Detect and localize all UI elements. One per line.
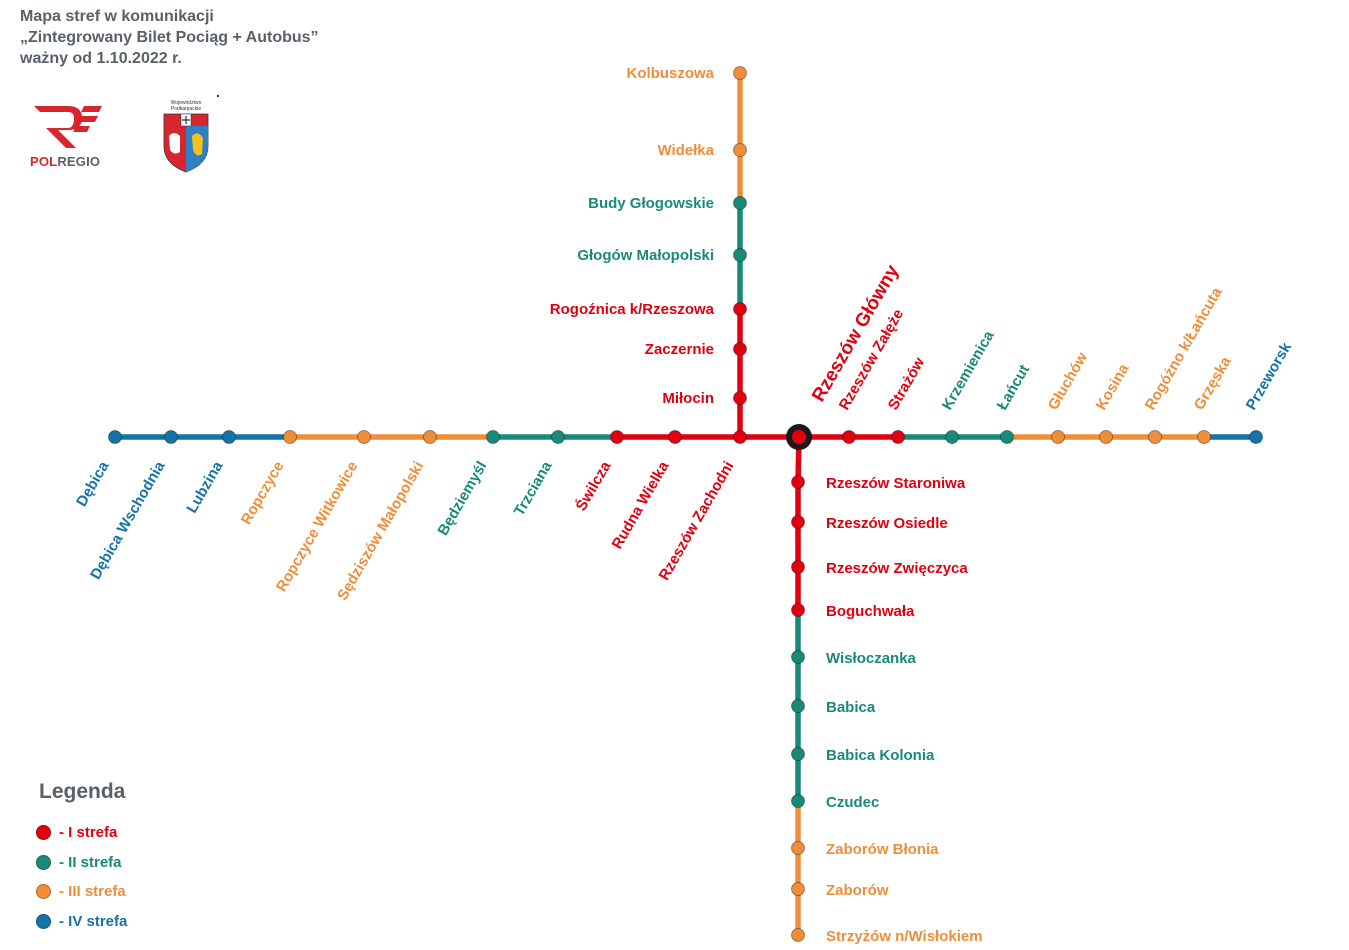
stop-label-milocin: Miłocin — [662, 390, 714, 407]
title-line-2: „Zintegrowany Bilet Pociąg + Autobus” — [20, 29, 319, 46]
legend-dot-zone-2 — [36, 854, 51, 870]
stop-label-rzeszow-staroniwa: Rzeszów Staroniwa — [826, 475, 966, 492]
title-line-3: ważny od 1.10.2022 r. — [20, 50, 182, 67]
stop-label-rzeszow-osiedle: Rzeszów Osiedle — [826, 515, 948, 532]
stop-strazow[interactable] — [891, 430, 905, 444]
stop-label-rzeszow-zwieczyca: Rzeszów Zwięczyca — [826, 560, 968, 577]
stop-babica[interactable] — [791, 699, 805, 713]
stop-label-czudec: Czudec — [826, 794, 879, 811]
stop-sedziszow-malopolski[interactable] — [423, 430, 437, 444]
legend-label-zone-2: - II strefa — [59, 853, 122, 871]
stop-label-strazow: Strażów — [885, 354, 929, 413]
stop-widelka[interactable] — [733, 143, 747, 157]
title-line-1: Mapa stref w komunikacji — [20, 8, 214, 25]
stop-label-budy-glogowskie: Budy Głogowskie — [588, 195, 714, 212]
stop-boguchwala[interactable] — [791, 603, 805, 617]
legend: Legenda - I strefa - II strefa - III str… — [36, 780, 127, 936]
stop-krzemienica[interactable] — [945, 430, 959, 444]
stray-dot: . — [216, 84, 220, 100]
stop-label-zaborow-blonia: Zaborów Błonia — [826, 841, 939, 858]
legend-dot-zone-4 — [36, 913, 51, 929]
stop-rzeszow-staroniwa[interactable] — [791, 475, 805, 489]
stop-budy-glogowskie[interactable] — [733, 196, 747, 210]
stop-kosina[interactable] — [1099, 430, 1113, 444]
legend-label-zone-1: - I strefa — [59, 824, 118, 842]
stop-label-zaborow: Zaborów — [826, 882, 889, 899]
stop-czudec[interactable] — [791, 794, 805, 808]
stop-wisloczanka[interactable] — [791, 650, 805, 664]
stop-strzyzow-n-wislokiem[interactable] — [791, 928, 805, 942]
stop-babica-kolonia[interactable] — [791, 747, 805, 761]
legend-dot-zone-1 — [36, 825, 51, 841]
map-title: Mapa stref w komunikacji „Zintegrowany B… — [20, 6, 319, 69]
stop-zaczernie[interactable] — [733, 342, 747, 356]
stop-label-kolbuszowa: Kolbuszowa — [626, 65, 714, 82]
stop-lancut[interactable] — [1000, 430, 1014, 444]
stop-rogozno-k-lancuta[interactable] — [1148, 430, 1162, 444]
stop-label-swilcza: Świlcza — [572, 457, 615, 514]
stop-label-rogoznica-k-rzeszowa: Rogoźnica k/Rzeszowa — [550, 301, 715, 318]
stop-glogow-malopolski[interactable] — [733, 248, 747, 262]
legend-item-zone-1: - I strefa — [36, 818, 127, 848]
stop-zaborow[interactable] — [791, 882, 805, 896]
stop-label-bedziemysl: Będziemyśl — [434, 459, 490, 539]
stop-label-zaczernie: Zaczernie — [645, 341, 714, 358]
stop-grzeska[interactable] — [1197, 430, 1211, 444]
stop-swilcza[interactable] — [610, 430, 624, 444]
stop-lubzina[interactable] — [222, 430, 236, 444]
stop-rzeszow-osiedle[interactable] — [791, 515, 805, 529]
stop-label-krzemienica: Krzemienica — [939, 327, 998, 413]
stop-label-rzeszow-zachodni: Rzeszów Zachodni — [656, 459, 738, 584]
stop-ropczyce[interactable] — [283, 430, 297, 444]
stop-debica-wschodnia[interactable] — [164, 430, 178, 444]
stop-debica[interactable] — [108, 430, 122, 444]
stop-label-gluchow: Głuchów — [1045, 349, 1092, 413]
stop-label-ropczyce: Ropczyce — [238, 459, 288, 528]
stop-przeworsk[interactable] — [1249, 430, 1263, 444]
stop-label-trzciana: Trzciana — [511, 458, 556, 519]
legend-label-zone-3: - III strefa — [59, 883, 126, 901]
stop-label-babica-kolonia: Babica Kolonia — [826, 747, 935, 764]
legend-item-zone-4: - IV strefa — [36, 907, 127, 937]
polregio-logo: POLREGIO — [28, 100, 108, 175]
stop-label-debica: Dębica — [73, 458, 113, 510]
stop-label-grzeska: Grzęska — [1191, 353, 1235, 413]
stop-label-przeworsk: Przeworsk — [1243, 339, 1296, 413]
stop-rzeszow-zachodni[interactable] — [733, 430, 747, 444]
polregio-wordmark: POLREGIO — [30, 154, 101, 169]
legend-item-zone-3: - III strefa — [36, 877, 127, 907]
stop-label-widelka: Widełka — [657, 142, 714, 159]
stop-label-glogow-malopolski: Głogów Małopolski — [577, 247, 714, 264]
stop-label-wisloczanka: Wisłoczanka — [826, 650, 917, 667]
stop-label-lubzina: Lubzina — [183, 458, 226, 516]
legend-label-zone-4: - IV strefa — [59, 912, 128, 930]
stop-gluchow[interactable] — [1051, 430, 1065, 444]
legend-title: Legenda — [39, 780, 126, 803]
stop-bedziemysl[interactable] — [486, 430, 500, 444]
stop-rzeszow-zaleze[interactable] — [842, 430, 856, 444]
legend-item-zone-2: - II strefa — [36, 848, 127, 878]
stop-label-rudna-wielka: Rudna Wielka — [609, 458, 673, 552]
legend-dot-zone-3 — [36, 884, 51, 900]
wojewodztwo-logo: Województwo Podkarpackie — [158, 98, 214, 174]
stop-kolbuszowa[interactable] — [733, 66, 747, 80]
stop-label-kosina: Kosina — [1093, 361, 1133, 413]
stop-rzeszow-glowny[interactable] — [792, 430, 806, 444]
stop-zaborow-blonia[interactable] — [791, 841, 805, 855]
stop-rudna-wielka[interactable] — [668, 430, 682, 444]
coat-of-arms-icon — [163, 113, 209, 173]
stop-label-babica: Babica — [826, 699, 876, 716]
stop-trzciana[interactable] — [551, 430, 565, 444]
stop-milocin[interactable] — [733, 391, 747, 405]
stop-label-lancut: Łańcut — [994, 362, 1033, 413]
stop-ropczyce-witkowice[interactable] — [357, 430, 371, 444]
stop-label-strzyzow-n-wislokiem: Strzyżów n/Wisłokiem — [826, 928, 983, 945]
stop-rogoznica-k-rzeszowa[interactable] — [733, 302, 747, 316]
polregio-emblem-icon — [34, 106, 102, 148]
stop-rzeszow-zwieczyca[interactable] — [791, 560, 805, 574]
stop-label-boguchwala: Boguchwała — [826, 603, 915, 620]
